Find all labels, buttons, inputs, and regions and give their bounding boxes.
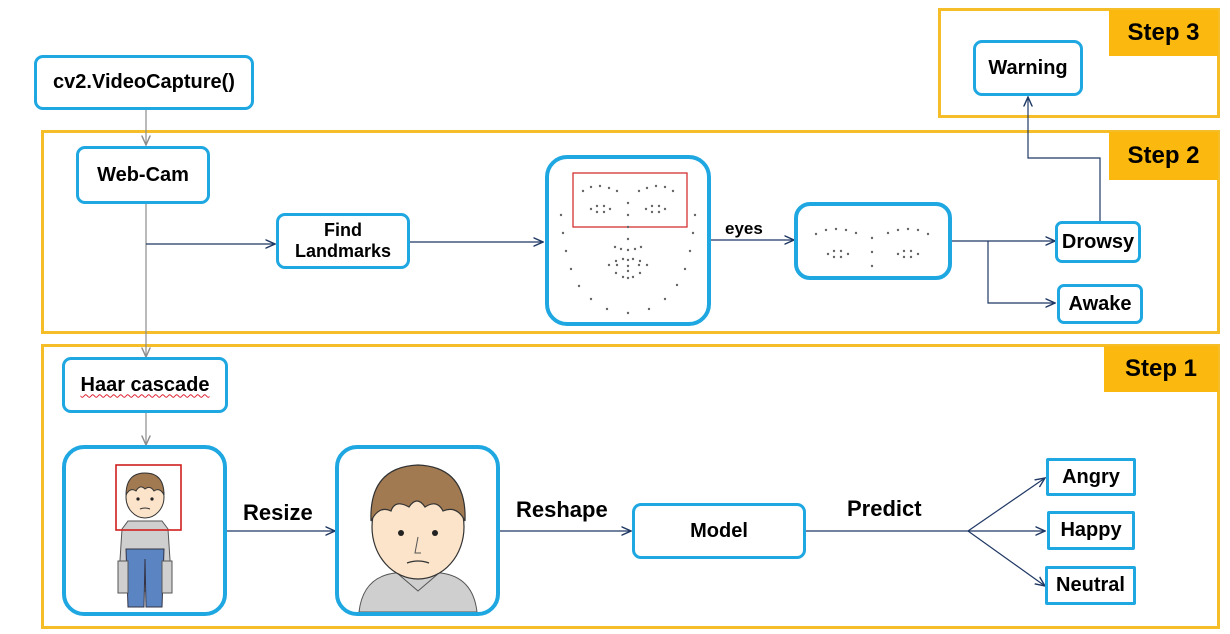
model-label: Model bbox=[690, 519, 748, 542]
drowsy-label: Drowsy bbox=[1061, 230, 1135, 253]
warning-label: Warning bbox=[988, 56, 1068, 79]
warning-node: Warning bbox=[973, 40, 1083, 96]
web-cam-label: Web-Cam bbox=[97, 163, 189, 186]
eyes-edge-label: eyes bbox=[725, 219, 763, 238]
haar-cascade-node: Haar cascade bbox=[62, 357, 228, 413]
face-landmarks-image bbox=[545, 155, 711, 326]
resized-face-image bbox=[335, 445, 500, 616]
find-landmarks-label: Find Landmarks bbox=[294, 220, 392, 261]
awake-label: Awake bbox=[1068, 292, 1132, 315]
eyes-drawing bbox=[814, 227, 930, 268]
step1-frame bbox=[41, 344, 1220, 629]
predict-edge-label: Predict bbox=[847, 496, 922, 521]
step1-tag: Step 1 bbox=[1104, 346, 1218, 392]
step2-frame bbox=[41, 130, 1220, 334]
angry-label: Angry bbox=[1062, 465, 1120, 488]
video-capture-node: cv2.VideoCapture() bbox=[34, 55, 254, 110]
angry-node: Angry bbox=[1046, 458, 1136, 496]
neutral-node: Neutral bbox=[1045, 566, 1136, 605]
happy-label: Happy bbox=[1060, 519, 1122, 541]
landmarks-drawing bbox=[559, 172, 697, 315]
find-landmarks-node: Find Landmarks bbox=[276, 213, 410, 269]
neutral-label: Neutral bbox=[1056, 574, 1125, 596]
reshape-edge-label: Reshape bbox=[516, 497, 608, 522]
haar-cascade-label: Haar cascade bbox=[80, 373, 210, 396]
face-closeup-drawing bbox=[358, 464, 478, 612]
step2-tag: Step 2 bbox=[1109, 132, 1218, 180]
detected-face-image bbox=[62, 445, 227, 616]
web-cam-node: Web-Cam bbox=[76, 146, 210, 204]
person-body-drawing bbox=[115, 464, 182, 608]
resize-edge-label: Resize bbox=[243, 500, 313, 525]
happy-node: Happy bbox=[1047, 511, 1135, 550]
drowsy-node: Drowsy bbox=[1055, 221, 1141, 263]
step3-tag: Step 3 bbox=[1109, 10, 1218, 56]
eyes-crop-image bbox=[794, 202, 952, 280]
video-capture-label: cv2.VideoCapture() bbox=[53, 71, 235, 93]
model-node: Model bbox=[632, 503, 806, 559]
awake-node: Awake bbox=[1057, 284, 1143, 324]
